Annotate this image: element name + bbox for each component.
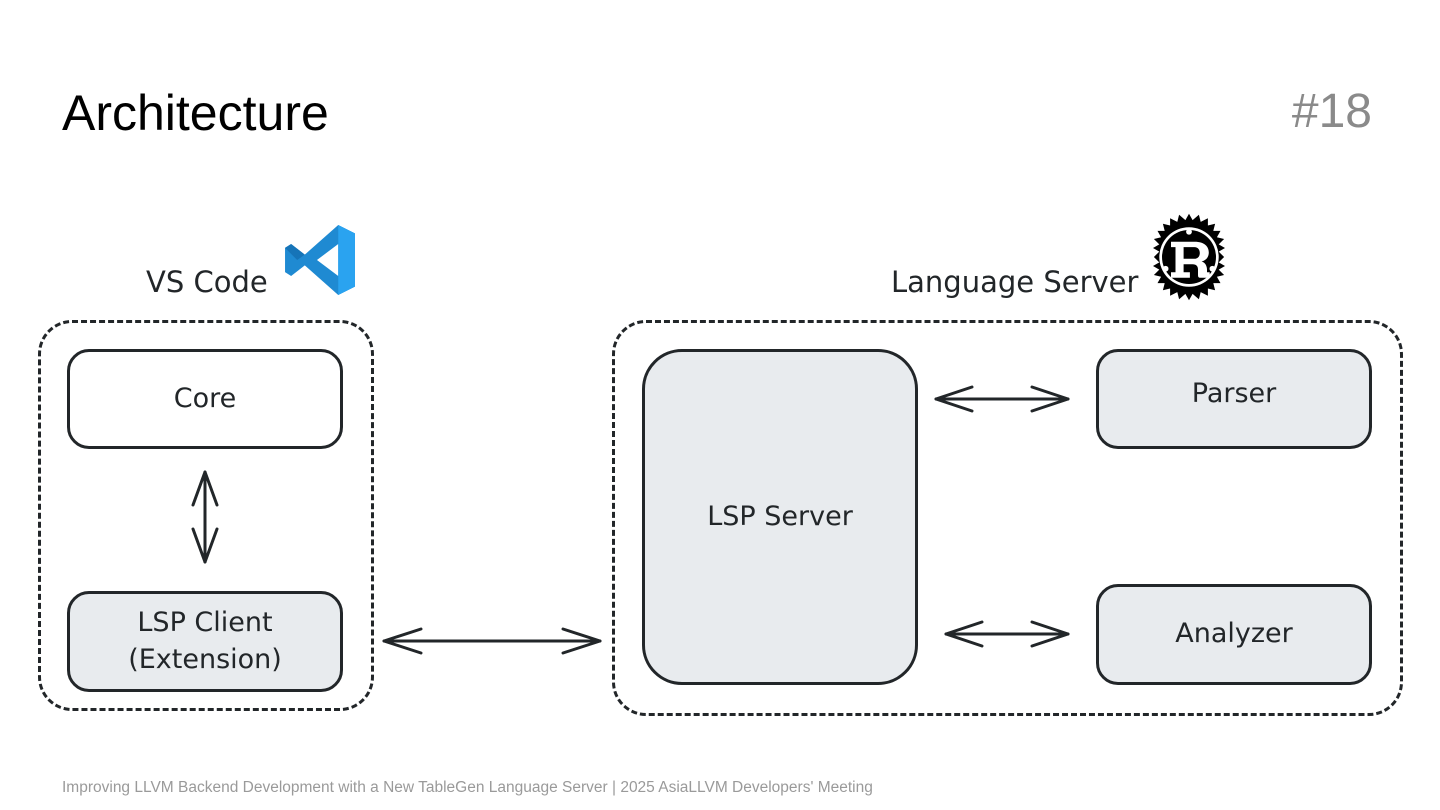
core-node-label: Core — [173, 382, 237, 414]
slide-title: Architecture — [62, 85, 329, 141]
analyzer-node-label: Analyzer — [1175, 618, 1293, 650]
rust-logo-icon — [1153, 213, 1225, 301]
vscode-group-box — [38, 320, 374, 711]
lsp-client-node: LSP Client (Extension) — [67, 591, 343, 692]
core-node: Core — [67, 349, 343, 449]
language-server-group-box — [612, 320, 1403, 716]
language-server-group-label: Language Server — [891, 265, 1139, 299]
client-server-arrow — [382, 627, 602, 655]
server-analyzer-arrow — [944, 620, 1070, 648]
slide-footer: Improving LLVM Backend Development with … — [62, 779, 873, 796]
server-parser-arrow — [934, 385, 1070, 413]
core-client-arrow — [191, 470, 219, 564]
lsp-client-node-label: LSP Client (Extension) — [128, 607, 282, 675]
lsp-server-node: LSP Server — [642, 349, 918, 685]
vscode-group-label: VS Code — [146, 265, 268, 299]
analyzer-node: Analyzer — [1096, 584, 1372, 685]
vscode-logo-icon — [285, 225, 355, 295]
lsp-server-node-label: LSP Server — [707, 500, 853, 532]
parser-node-label: Parser — [1191, 377, 1277, 409]
slide-number: #18 — [1291, 85, 1372, 138]
parser-node: Parser — [1096, 349, 1372, 449]
